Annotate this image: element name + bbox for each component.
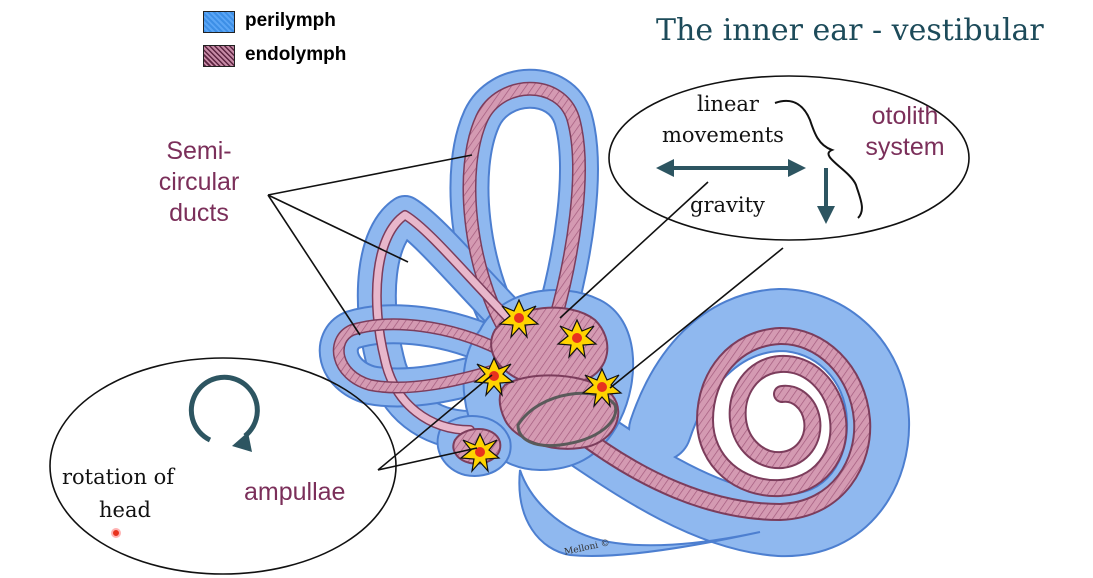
otolith-system-label: otolith system bbox=[850, 101, 960, 163]
movements-label: movements bbox=[662, 123, 784, 147]
otolith-line-1: otolith bbox=[871, 102, 939, 130]
perilymph-swatch bbox=[203, 11, 235, 33]
ampullae-label: ampullae bbox=[244, 478, 346, 506]
legend-endolymph-label: endolymph bbox=[245, 44, 347, 65]
pointer-dot bbox=[111, 528, 121, 538]
saccule-base bbox=[518, 469, 761, 557]
semicircular-line-3: ducts bbox=[169, 199, 229, 227]
otolith-callout-ellipse bbox=[608, 75, 970, 241]
linear-label: linear bbox=[697, 92, 759, 116]
macula-outline bbox=[516, 391, 618, 448]
rotation-arrow-icon bbox=[188, 374, 260, 452]
ampullae-callout-ellipse bbox=[49, 357, 397, 575]
head-label: head bbox=[99, 498, 151, 522]
down-arrow-icon bbox=[817, 168, 835, 224]
gravity-label: gravity bbox=[690, 193, 765, 217]
leader-lines bbox=[267, 154, 784, 471]
semicircular-ducts-label: Semi- circular ducts bbox=[152, 136, 246, 229]
semicircular-line-1: Semi- bbox=[166, 137, 232, 165]
endolymph-swatch bbox=[203, 45, 235, 67]
otolith-line-2: system bbox=[865, 133, 945, 161]
semicircular-line-2: circular bbox=[158, 168, 240, 196]
hair-cell-burst-icon bbox=[459, 298, 623, 473]
rotation-label: rotation of bbox=[62, 465, 175, 489]
horizontal-double-arrow-icon bbox=[656, 159, 806, 177]
legend-perilymph-label: perilymph bbox=[245, 10, 336, 31]
endolymph-layer bbox=[332, 81, 872, 521]
page-title: The inner ear - vestibular bbox=[656, 13, 1044, 48]
curly-brace-icon bbox=[774, 100, 863, 219]
